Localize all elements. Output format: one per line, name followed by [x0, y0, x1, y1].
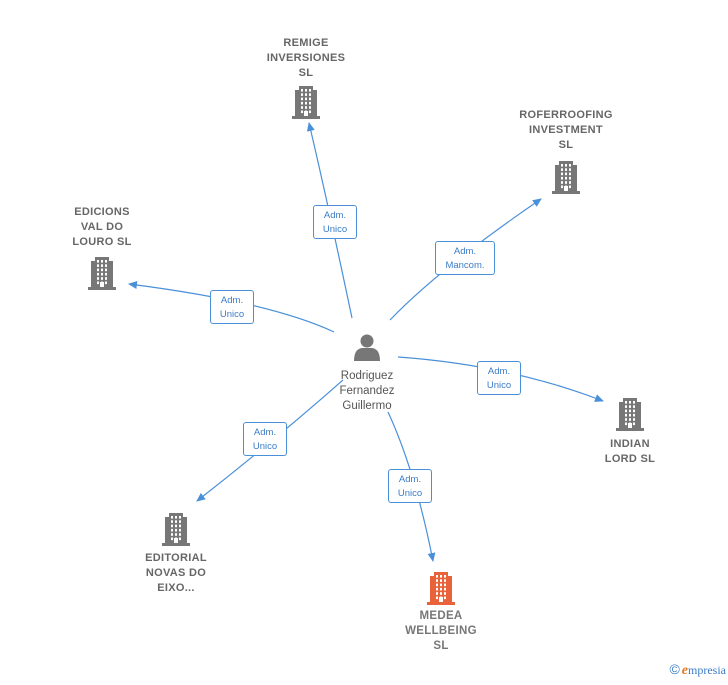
edge-role-text: Adm. — [220, 295, 244, 306]
edge-role-text: Unico — [486, 380, 512, 391]
edge-role-text: Adm. — [398, 474, 422, 485]
company-label-edicions[interactable]: EDICIONS VAL DO LOURO SL — [42, 205, 162, 250]
person-name-line: Guillermo — [342, 400, 392, 412]
copyright-icon: © — [669, 661, 680, 677]
edge-role-text: Adm. — [487, 366, 511, 377]
edge-role-label-roferroofing[interactable]: Adm. Mancom. — [435, 241, 495, 275]
company-name-line: EDITORIAL — [145, 552, 207, 564]
building-icon[interactable] — [552, 161, 580, 194]
company-name-line: EDICIONS — [74, 206, 130, 218]
company-label-editorial[interactable]: EDITORIAL NOVAS DO EIXO... — [116, 551, 236, 596]
company-name-line: REMIGE — [283, 37, 329, 49]
edge-role-text: Mancom. — [445, 260, 485, 271]
company-name-line: INVESTMENT — [529, 124, 603, 136]
company-name-line: WELLBEING — [405, 625, 477, 637]
edge-role-label-indian[interactable]: Adm. Unico — [477, 361, 521, 395]
company-name-line: MEDEA — [419, 610, 463, 622]
person-name-line: Fernandez — [339, 385, 395, 397]
building-icon[interactable] — [616, 398, 644, 431]
company-label-remige[interactable]: REMIGE INVERSIONES SL — [246, 36, 366, 81]
company-name-line: SL — [558, 139, 574, 151]
building-icon[interactable] — [292, 86, 320, 119]
edge-role-text: Unico — [252, 441, 278, 452]
building-icon[interactable] — [427, 572, 455, 605]
company-name-line: NOVAS DO — [145, 567, 207, 579]
building-icon[interactable] — [88, 257, 116, 290]
brand-logo-text: mpresia — [688, 663, 726, 677]
edge-role-text: Unico — [322, 224, 348, 235]
company-name-line: SL — [298, 67, 314, 79]
company-name-line: LOURO SL — [72, 236, 132, 248]
company-label-roferroofing[interactable]: ROFERROOFING INVESTMENT SL — [506, 108, 626, 153]
edge-role-text: Unico — [397, 488, 423, 499]
company-name-line: VAL DO — [80, 221, 124, 233]
company-name-line: INVERSIONES — [266, 52, 346, 64]
brand-footer: ©empresia — [669, 661, 726, 679]
person-icon[interactable] — [354, 334, 380, 362]
company-name-line: SL — [433, 640, 449, 652]
brand-logo-initial: e — [681, 663, 688, 678]
edge-role-text: Adm. — [253, 427, 277, 438]
company-name-line: LORD SL — [604, 453, 656, 465]
edge-role-label-edicions[interactable]: Adm. Unico — [210, 290, 254, 324]
edge-role-label-medea[interactable]: Adm. Unico — [388, 469, 432, 503]
edge-role-label-remige[interactable]: Adm. Unico — [313, 205, 357, 239]
company-name-line: INDIAN — [610, 438, 650, 450]
edge-role-text: Adm. — [453, 246, 477, 257]
company-name-line: ROFERROOFING — [519, 109, 613, 121]
edge-role-text: Adm. — [323, 210, 347, 221]
person-name-line: Rodriguez — [340, 370, 394, 382]
edge-role-text: Unico — [219, 309, 245, 320]
building-icon[interactable] — [162, 513, 190, 546]
company-label-indian[interactable]: INDIAN LORD SL — [570, 437, 690, 467]
company-name-line: EIXO... — [157, 582, 195, 594]
edge-role-label-editorial[interactable]: Adm. Unico — [243, 422, 287, 456]
company-label-medea[interactable]: MEDEA WELLBEING SL — [381, 609, 501, 654]
